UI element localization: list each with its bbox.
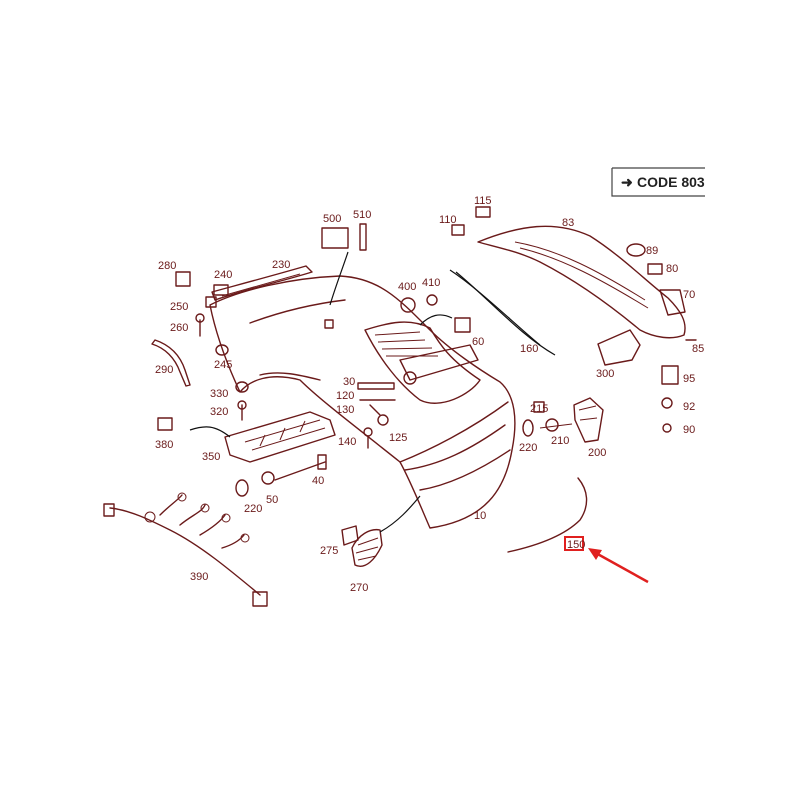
hardware-parts <box>157 206 697 497</box>
label-350: 350 <box>202 451 220 463</box>
label-125: 125 <box>389 432 407 444</box>
label-115: 115 <box>474 195 492 207</box>
label-250: 250 <box>170 301 188 313</box>
label-390: 390 <box>190 571 208 583</box>
reflector-part <box>341 525 383 567</box>
label-10: 10 <box>474 510 486 522</box>
label-300: 300 <box>596 368 614 380</box>
side-trim-part <box>151 339 191 387</box>
label-60: 60 <box>472 336 484 348</box>
highlight-callout: 150 <box>564 536 649 584</box>
label-330: 330 <box>210 388 228 400</box>
label-270: 270 <box>350 582 368 594</box>
label-80: 80 <box>666 263 678 275</box>
upper-cover-part <box>477 225 686 339</box>
label-89: 89 <box>646 245 658 257</box>
label-220b: 220 <box>244 503 262 515</box>
label-275: 275 <box>320 545 338 557</box>
label-110: 110 <box>439 214 457 226</box>
label-220a: 220 <box>519 442 537 454</box>
label-320: 320 <box>210 406 228 418</box>
code-label: CODE 803 <box>637 174 705 190</box>
wiring-harness-part <box>103 492 268 607</box>
label-500: 500 <box>323 213 341 225</box>
label-40: 40 <box>312 475 324 487</box>
label-245: 245 <box>214 359 232 371</box>
label-380: 380 <box>155 439 173 451</box>
label-290: 290 <box>155 364 173 376</box>
label-260: 260 <box>170 322 188 334</box>
label-280: 280 <box>158 260 176 272</box>
label-400: 400 <box>398 281 416 293</box>
label-92: 92 <box>683 401 695 413</box>
arrow-head-icon <box>588 548 602 560</box>
label-215: 215 <box>530 403 548 415</box>
highlight-arrow-line <box>593 550 649 584</box>
label-140: 140 <box>338 436 356 448</box>
label-150: 150 <box>567 539 585 551</box>
label-230: 230 <box>272 259 290 271</box>
diffuser-part <box>224 411 336 463</box>
bumper-cover-part <box>209 275 516 529</box>
label-510: 510 <box>353 209 371 221</box>
label-210: 210 <box>551 435 569 447</box>
chrome-strip-part <box>507 477 588 553</box>
label-83: 83 <box>562 217 574 229</box>
label-50: 50 <box>266 494 278 506</box>
tow-cover-part <box>597 329 641 366</box>
label-160: 160 <box>520 343 538 355</box>
code-arrow-icon: ➜ <box>621 174 633 190</box>
label-70: 70 <box>683 289 695 301</box>
label-200: 200 <box>588 447 606 459</box>
leader-lines <box>189 251 556 533</box>
label-240: 240 <box>214 269 232 281</box>
label-130: 130 <box>336 404 354 416</box>
label-95: 95 <box>683 373 695 385</box>
label-410: 410 <box>422 277 440 289</box>
part-labels: 500 510 110 115 83 89 80 70 85 95 92 90 … <box>155 195 704 594</box>
trim-strip-part <box>211 265 313 301</box>
label-85: 85 <box>692 343 704 355</box>
label-90: 90 <box>683 424 695 436</box>
label-120: 120 <box>336 390 354 402</box>
side-bracket-part <box>522 397 604 443</box>
highlight-box <box>564 536 584 551</box>
code-803-box: ➜ CODE 803 <box>611 167 705 197</box>
label-30: 30 <box>343 376 355 388</box>
